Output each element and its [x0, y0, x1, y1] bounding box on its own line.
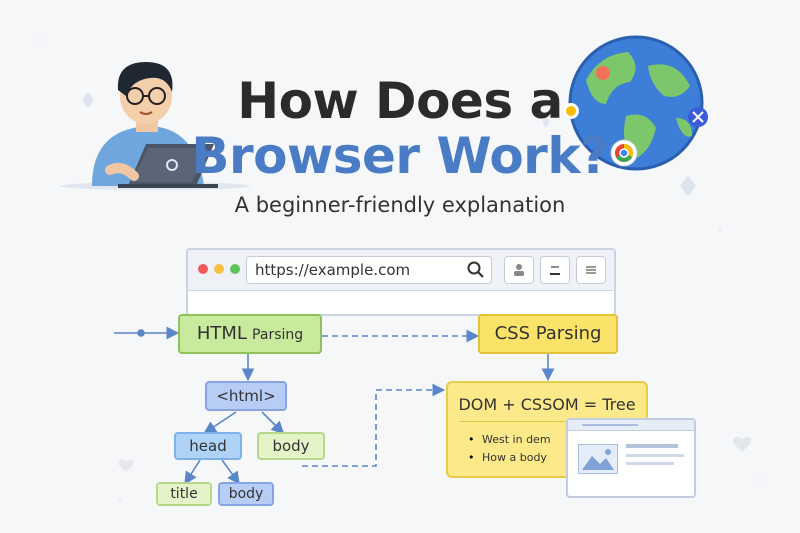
head-node: head: [174, 432, 242, 460]
webpage-preview: [566, 418, 696, 498]
sparkle-icon: [680, 176, 696, 196]
page-title-line-1: How Does a: [237, 72, 563, 130]
address-bar[interactable]: https://example.com: [246, 256, 492, 284]
bullet-item-1: West in dem: [482, 433, 551, 446]
preview-text-line: [626, 444, 678, 448]
preview-text-line: [626, 462, 674, 465]
html-parsing-node: HTML Parsing: [178, 314, 322, 354]
user-icon: [514, 264, 524, 276]
body-node: body: [257, 432, 325, 460]
divider: [460, 421, 634, 422]
minimize-button[interactable]: [540, 256, 570, 284]
sparkle-icon: [542, 116, 550, 128]
heart-icon: [118, 459, 134, 472]
bullet-icon: •: [468, 451, 475, 464]
browser-toolbar: https://example.com: [188, 250, 614, 291]
connector-lines: [114, 326, 555, 485]
html-parsing-prefix: HTML: [196, 323, 247, 344]
address-bar-url: https://example.com: [255, 261, 411, 279]
css-parsing-node: CSS Parsing: [478, 314, 618, 354]
html-parsing-suffix: Parsing: [252, 327, 304, 343]
page-title-line-2: Browser Work?: [191, 127, 609, 185]
sparkle-icon: [82, 92, 94, 108]
body-leaf-node: body: [218, 482, 274, 506]
image-placeholder-icon: [578, 444, 618, 474]
menu-icon: [586, 266, 596, 274]
render-tree-heading: DOM + CSSOM = Tree: [458, 395, 636, 414]
close-dot[interactable]: [198, 264, 208, 274]
globe-illustration: [563, 35, 708, 171]
heart-icon: [732, 437, 752, 452]
bullet-icon: •: [468, 433, 475, 446]
user-button[interactable]: [504, 256, 534, 284]
title-node: title: [156, 482, 212, 506]
background-pattern: [38, 38, 762, 502]
preview-text-line: [626, 454, 684, 457]
person-illustration: [60, 62, 250, 190]
menu-button[interactable]: [576, 256, 606, 284]
subtitle: A beginner-friendly explanation: [234, 193, 566, 217]
maximize-dot[interactable]: [230, 264, 240, 274]
minimize-icon: [550, 266, 560, 275]
preview-tab-line: [582, 424, 638, 426]
bullet-item-2: How a body: [482, 451, 547, 464]
browser-window: https://example.com: [186, 248, 616, 316]
minimize-dot[interactable]: [214, 264, 224, 274]
search-icon[interactable]: [467, 261, 485, 279]
html-tag-node: <html>: [205, 381, 287, 411]
